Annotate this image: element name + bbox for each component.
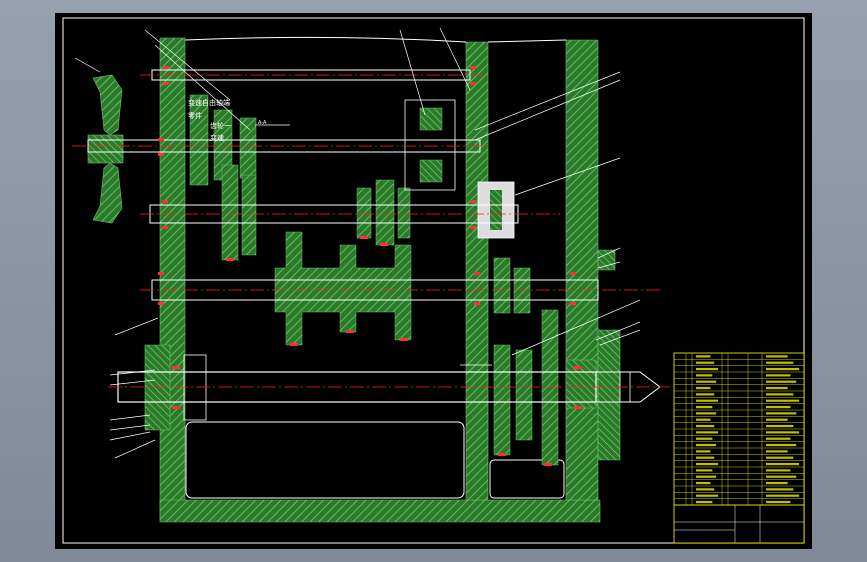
title-block-cell-text [766,500,791,504]
title-block-cell-text [766,418,788,421]
title-block-cell-text [696,488,715,491]
title-block-cell-text [766,355,788,358]
title-block-cell-text [696,361,715,364]
title-block-cell-text [766,475,797,478]
title-block-cell-text [766,367,800,371]
title-block-cell-text [696,431,719,434]
title-block-cell-text [766,361,794,364]
title-block-cell-text [696,424,715,428]
title-block-cell-text [696,475,717,478]
title-block-cell-text [696,450,711,453]
annotation-4: 变速 [210,133,224,142]
title-block-cell-text [696,380,717,383]
title-block-cell-text [766,431,800,434]
title-block-cell-text [766,374,791,377]
title-block-cell-text [696,469,713,472]
title-block-cell-text [696,355,711,358]
title-block [673,352,805,544]
title-block-cell-text [766,456,794,459]
title-block-cell-text [696,462,719,466]
title-block-cell-text [696,456,715,459]
title-block-cell-text [696,367,719,371]
title-block-cell-text [766,462,800,466]
annotation-tag: A-A [258,120,267,126]
title-block-cell-text [696,412,717,415]
title-block-cell-text [766,405,791,409]
drawing-frame [62,17,805,544]
center-lines [72,74,670,388]
title-block-cell-text [696,418,711,421]
gear-set [183,94,597,466]
title-block-cell-text [696,494,719,497]
annotations: 变速自由轴端 零件 齿轮一 变速 A-A [188,98,267,142]
title-block-cell-text [766,488,794,491]
title-block-cell-text [766,386,788,390]
title-block-cell-text [766,469,791,472]
title-block-cell-text [696,437,713,440]
annotation-1: 变速自由轴端 [188,98,230,107]
title-block-cell-text [766,380,797,383]
title-block-cell-text [696,481,711,485]
title-block-cell-text [696,399,719,402]
title-block-cell-text [696,443,717,447]
title-block-cell-text [766,443,797,447]
title-block-cell-text [696,500,713,504]
bearing-marks [158,66,582,466]
title-block-cell-text [766,412,797,415]
annotation-2: 零件 [188,111,202,120]
title-block-cell-text [766,437,791,440]
leader-lines [74,27,641,459]
title-block-cell-text [766,399,800,402]
title-block-cell-text [766,450,788,453]
title-block-cell-text [766,481,788,485]
title-block-cell-text [696,393,715,396]
title-block-cell-text [766,494,800,497]
title-block-cell-text [696,405,713,409]
annotation-3: 齿轮一 [210,121,231,130]
title-block-cell-text [766,424,794,428]
title-block-cell-text [696,386,711,390]
title-block-cell-text [696,374,713,377]
title-block-cell-text [766,393,794,396]
